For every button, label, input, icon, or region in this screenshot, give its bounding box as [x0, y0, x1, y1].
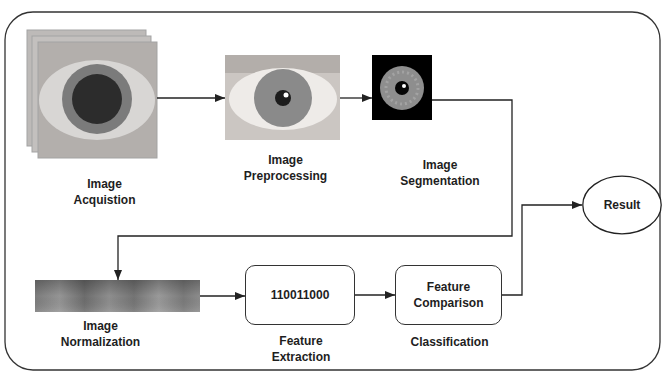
image-panel: Image Segmentation	[372, 55, 432, 120]
highlight	[402, 84, 406, 88]
eye-photo	[38, 42, 157, 158]
flow-arrow	[340, 97, 372, 98]
mask-ground	[372, 55, 432, 120]
result-ellipse: Result	[582, 175, 662, 235]
iris	[254, 69, 312, 127]
sclera	[39, 60, 155, 140]
step-label: Classification	[400, 334, 500, 350]
photo-edge	[38, 42, 157, 158]
iris-texture	[386, 72, 418, 104]
strip-shade	[35, 280, 200, 312]
eye-image-stack	[27, 30, 157, 158]
step-label: Image Preprocessing	[236, 152, 336, 184]
image-panel: Image Preprocessing	[225, 55, 340, 140]
flow-arrow	[355, 294, 395, 295]
step-label: Image Segmentation	[393, 157, 488, 189]
iris	[62, 64, 132, 134]
flow-arrow	[157, 97, 225, 98]
step-label: Image Acquistion	[65, 176, 145, 208]
box-text: 110011000	[271, 287, 330, 303]
iris	[380, 66, 424, 110]
process-box: 110011000Feature Extraction	[245, 265, 355, 325]
image-panel: Image Normalization	[35, 280, 200, 312]
segmented-iris	[372, 55, 432, 120]
step-label: Image Normalization	[51, 318, 151, 350]
sclera	[229, 68, 337, 130]
normalized-strip	[35, 280, 200, 312]
skin	[225, 55, 340, 140]
skin	[38, 42, 157, 158]
process-box: Feature ComparisonClassification	[395, 265, 502, 325]
ellipse-shape	[583, 176, 661, 234]
outer-frame	[5, 12, 660, 370]
pupil	[275, 90, 291, 106]
eye-photo	[225, 55, 340, 140]
strip	[35, 280, 200, 312]
box-text: Feature Comparison	[402, 279, 495, 311]
highlight	[284, 93, 289, 98]
flow-arrow	[200, 295, 245, 296]
step-label: Feature Extraction	[261, 333, 341, 365]
flow-arrow	[118, 100, 512, 280]
pupil	[395, 81, 409, 95]
image-panel: Image Acquistion	[38, 42, 157, 158]
pupil	[72, 74, 122, 124]
box-text: Result	[604, 197, 641, 213]
flow-arrow	[502, 205, 582, 295]
